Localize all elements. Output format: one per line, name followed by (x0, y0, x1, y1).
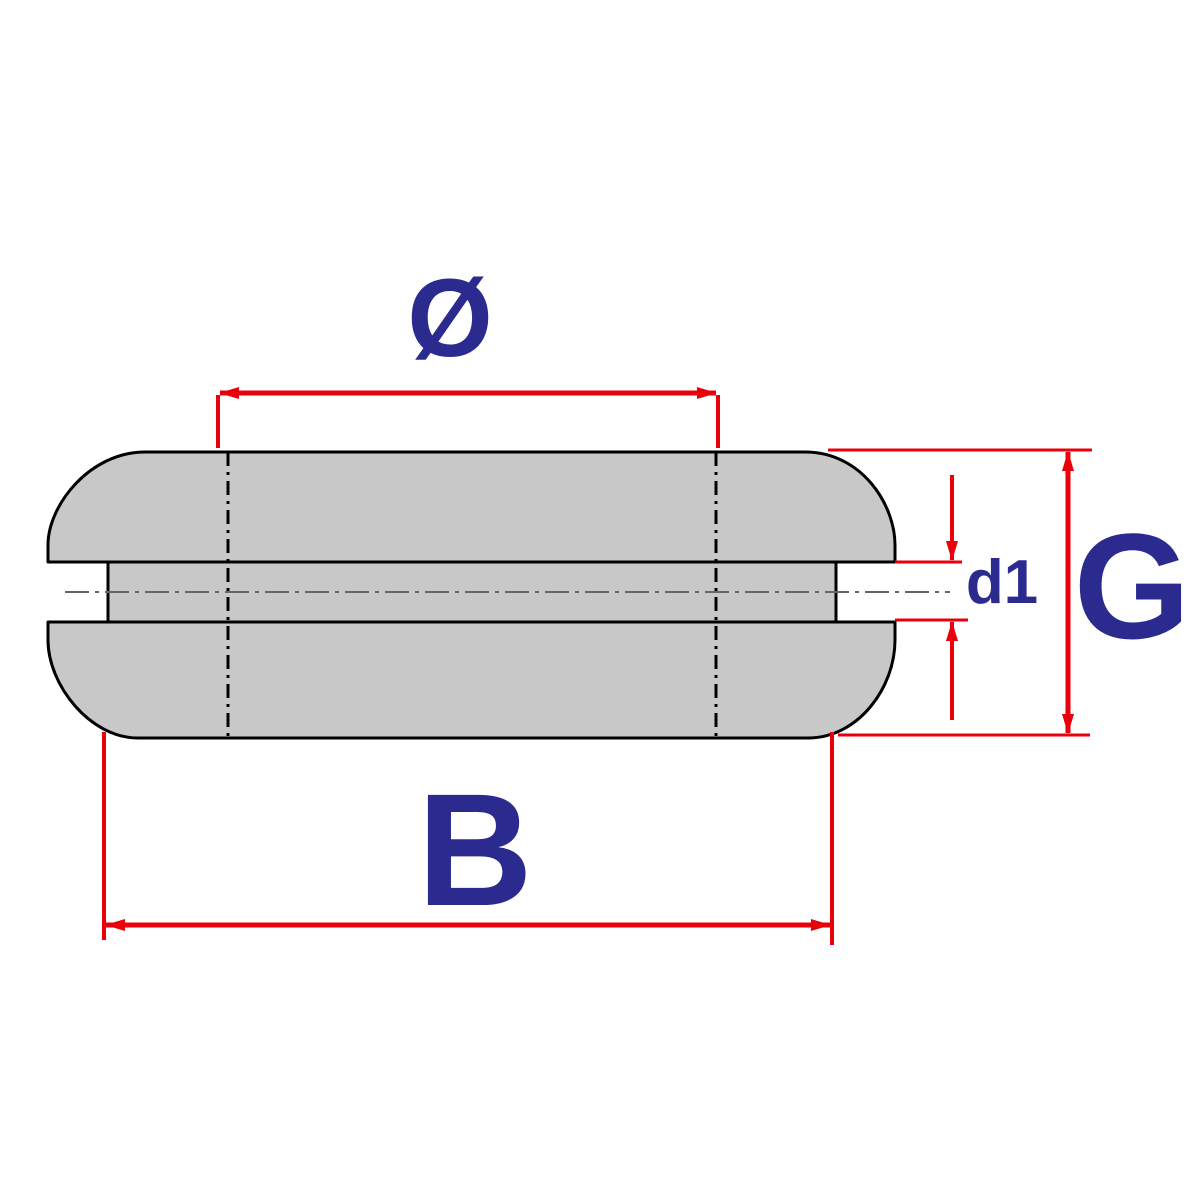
upper-flange (46, 450, 897, 564)
width-dimension (102, 732, 834, 945)
height-dimension (828, 448, 1092, 737)
lower-flange (46, 620, 897, 740)
groove-label: d1 (966, 548, 1038, 617)
height-label: G (1074, 502, 1191, 670)
width-label: B (417, 760, 533, 939)
groove-dimension (895, 475, 968, 720)
diameter-dimension (216, 387, 720, 448)
grommet-body (46, 450, 950, 740)
diameter-label: Ø (407, 257, 493, 380)
